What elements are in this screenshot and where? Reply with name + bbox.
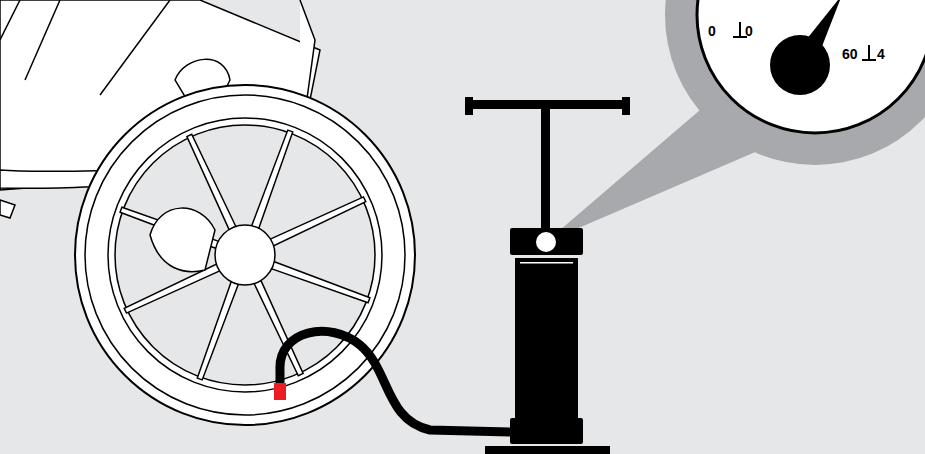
gauge-dot bbox=[536, 232, 556, 252]
wheel-spoke bbox=[269, 197, 366, 247]
stroller-wheel bbox=[75, 85, 415, 425]
floor-pump bbox=[465, 97, 630, 454]
wheel-spoke bbox=[197, 280, 239, 380]
wheel-spoke bbox=[251, 130, 293, 230]
wheel-spoke bbox=[270, 261, 370, 303]
gauge-scale-number: 4 bbox=[877, 47, 885, 61]
gauge-callout bbox=[546, 0, 925, 242]
pump-hose bbox=[280, 331, 512, 432]
valve bbox=[274, 383, 286, 400]
gauge-scale-number: 60 bbox=[842, 47, 858, 61]
wheel-spoke bbox=[124, 263, 221, 313]
gauge-scale-number: 0 bbox=[708, 24, 716, 38]
gauge-scale-number: 0 bbox=[745, 24, 753, 38]
